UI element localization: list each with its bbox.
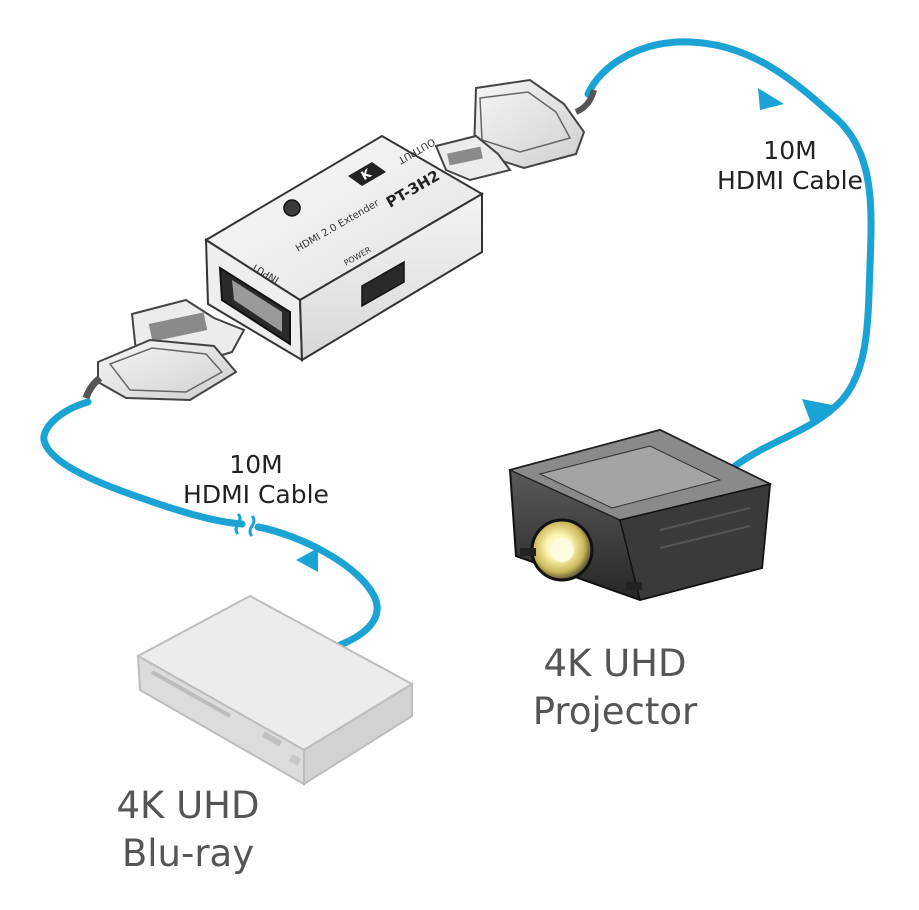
output-hdmi-plug — [434, 78, 597, 182]
input-cable-length: 10M — [229, 450, 283, 479]
output-cable-length: 10M — [763, 136, 817, 165]
input-cable-label: 10M HDMI Cable — [166, 450, 346, 510]
projector-label: 4K UHD Projector — [520, 640, 710, 736]
power-port — [361, 260, 405, 308]
projector-device — [507, 428, 773, 602]
kramer-logo-icon: K — [348, 162, 386, 186]
input-hdmi-cable — [40, 398, 381, 649]
cable-break-icon — [234, 512, 256, 538]
signal-arrow-icon — [296, 548, 318, 572]
input-cable-type: HDMI Cable — [183, 480, 329, 509]
signal-arrow-icon — [802, 399, 832, 426]
input-hdmi-plug — [82, 298, 246, 402]
bluray-label-line1: 4K UHD — [116, 784, 260, 827]
projector-label-line2: Projector — [532, 690, 698, 733]
signal-arrow-icon — [758, 88, 784, 110]
status-led-icon — [283, 199, 301, 217]
hdmi-extender-device: K PT-3H2 HDMI 2.0 Extender OUTPUT INPUT … — [204, 134, 484, 362]
output-cable-label: 10M HDMI Cable — [700, 136, 880, 196]
output-cable-type: HDMI Cable — [717, 166, 863, 195]
bluray-label-line2: Blu-ray — [121, 832, 255, 875]
bluray-label: 4K UHD Blu-ray — [98, 782, 278, 878]
projector-label-line1: 4K UHD — [543, 642, 687, 685]
bluray-player-device — [135, 594, 415, 786]
output-hdmi-cable — [584, 38, 875, 470]
